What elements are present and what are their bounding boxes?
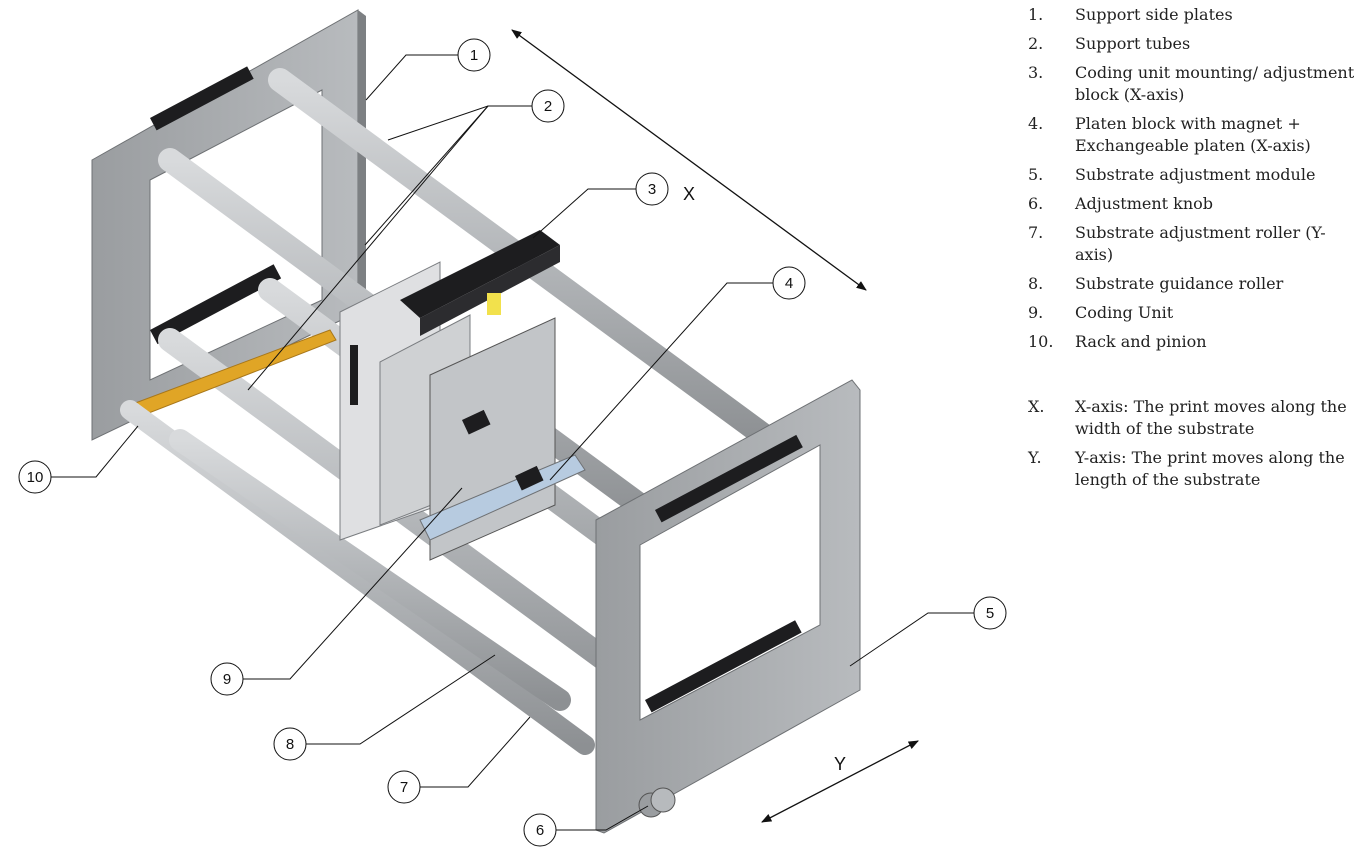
platen-block bbox=[419, 317, 586, 561]
legend-item: 6. Adjustment knob bbox=[1028, 193, 1363, 215]
callout-10-label: 10 bbox=[27, 469, 44, 486]
legend-item-number: 9. bbox=[1028, 303, 1044, 322]
legend-item-number: 8. bbox=[1028, 274, 1044, 293]
parts-legend: 1. Support side plates 2. Support tubes … bbox=[1028, 4, 1363, 498]
legend-axis-item: Y. Y-axis: The print moves along the len… bbox=[1028, 447, 1363, 491]
legend-item-text: Substrate adjustment roller (Y-axis) bbox=[1075, 223, 1326, 264]
legend-item-text: Coding Unit bbox=[1075, 303, 1174, 322]
legend-item-text: Rack and pinion bbox=[1075, 332, 1207, 351]
callout-7-label: 7 bbox=[400, 779, 408, 796]
legend-item: 4. Platen block with magnet + Exchangeab… bbox=[1028, 113, 1363, 157]
legend-item: 1. Support side plates bbox=[1028, 4, 1363, 26]
callout-3: 3 bbox=[532, 172, 669, 239]
callout-5-label: 5 bbox=[986, 605, 994, 622]
legend-item-number: 5. bbox=[1028, 165, 1044, 184]
callout-1: 1 bbox=[365, 38, 491, 101]
legend-item-text: Substrate guidance roller bbox=[1075, 274, 1284, 293]
legend-item-text: Coding unit mounting/ adjustment block (… bbox=[1075, 63, 1355, 104]
callout-7: 7 bbox=[387, 716, 531, 804]
legend-axis-letter: Y. bbox=[1028, 448, 1042, 467]
legend-item-text: Support tubes bbox=[1075, 34, 1191, 53]
legend-spacer bbox=[1028, 360, 1363, 396]
legend-item-number: 10. bbox=[1028, 332, 1054, 351]
legend-item: 9. Coding Unit bbox=[1028, 302, 1363, 324]
legend-axis-letter: X. bbox=[1028, 397, 1045, 416]
legend-item: 3. Coding unit mounting/ adjustment bloc… bbox=[1028, 62, 1363, 106]
legend-item: 10. Rack and pinion bbox=[1028, 331, 1363, 353]
callout-8-label: 8 bbox=[286, 736, 294, 753]
legend-item-text: Adjustment knob bbox=[1075, 194, 1214, 213]
legend-axis-item: X. X-axis: The print moves along the wid… bbox=[1028, 396, 1363, 440]
legend-item: 2. Support tubes bbox=[1028, 33, 1363, 55]
callout-8: 8 bbox=[273, 654, 496, 761]
x-axis-label: X bbox=[683, 184, 695, 204]
support-side-plate-front bbox=[595, 379, 861, 834]
legend-item-text: Platen block with magnet + Exchangeable … bbox=[1075, 114, 1311, 155]
legend-item: 8. Substrate guidance roller bbox=[1028, 273, 1363, 295]
callout-9-label: 9 bbox=[223, 671, 231, 688]
callout-9: 9 bbox=[210, 487, 463, 696]
callout-2-label: 2 bbox=[544, 98, 552, 115]
callout-6-label: 6 bbox=[536, 822, 544, 839]
substrate-rollers bbox=[120, 400, 595, 755]
legend-item-number: 7. bbox=[1028, 223, 1044, 242]
y-axis-label: Y bbox=[834, 754, 846, 774]
callout-4: 4 bbox=[549, 266, 806, 481]
legend-item: 5. Substrate adjustment module bbox=[1028, 164, 1363, 186]
callout-3-label: 3 bbox=[648, 181, 656, 198]
legend-item-number: 1. bbox=[1028, 5, 1044, 24]
callout-4-label: 4 bbox=[785, 275, 793, 292]
callout-6: 6 bbox=[523, 805, 649, 847]
callout-5: 5 bbox=[849, 596, 1007, 667]
legend-item-number: 3. bbox=[1028, 63, 1044, 82]
legend-item-number: 2. bbox=[1028, 34, 1044, 53]
legend-item-text: Support side plates bbox=[1075, 5, 1233, 24]
legend-axis-text: Y-axis: The print moves along the length… bbox=[1075, 448, 1345, 489]
callout-10: 10 bbox=[18, 425, 139, 494]
legend-item-number: 4. bbox=[1028, 114, 1044, 133]
callout-2: 2 bbox=[247, 89, 565, 391]
legend-item: 7. Substrate adjustment roller (Y-axis) bbox=[1028, 222, 1363, 266]
legend-item-text: Substrate adjustment module bbox=[1075, 165, 1316, 184]
callout-1-label: 1 bbox=[470, 47, 478, 64]
legend-item-number: 6. bbox=[1028, 194, 1044, 213]
y-axis-arrow bbox=[761, 740, 919, 823]
x-axis-arrow bbox=[511, 29, 867, 291]
legend-axis-text: X-axis: The print moves along the width … bbox=[1075, 397, 1347, 438]
